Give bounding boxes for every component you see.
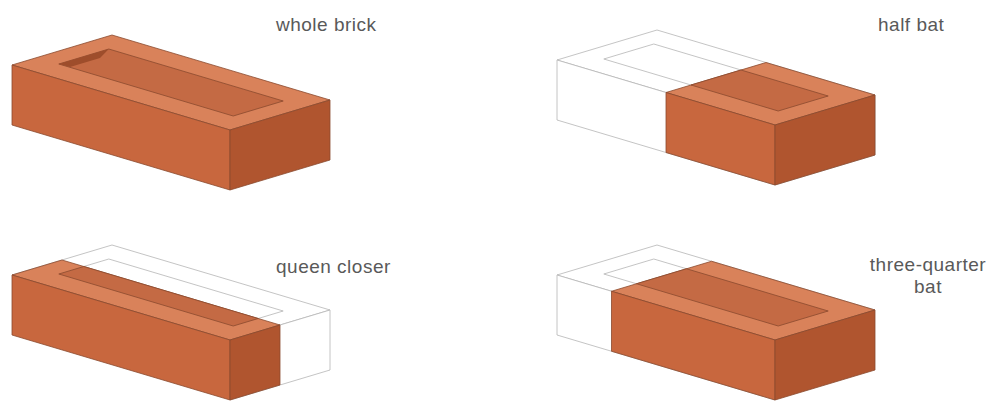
part-label: half bat — [878, 14, 944, 36]
kept-part — [12, 260, 280, 400]
brick-end-face — [230, 100, 330, 190]
brick-end-face — [775, 310, 875, 400]
half-bat-figure — [557, 30, 875, 185]
part-label: queen closer — [276, 256, 391, 278]
brick-end-face — [775, 95, 875, 185]
brick-frog — [59, 267, 258, 327]
removed-part-outline — [557, 30, 875, 185]
removed-part-outline — [557, 245, 875, 400]
brick-end-face — [230, 325, 280, 400]
kept-part — [612, 261, 876, 400]
kept-part — [666, 63, 875, 186]
brick-frog — [637, 269, 829, 326]
part-label: three-quarter bat — [860, 254, 996, 298]
whole-brick-figure — [12, 35, 330, 190]
part-label: whole brick — [276, 14, 377, 36]
brick-front-face — [666, 93, 775, 186]
brick-frog — [691, 70, 828, 111]
brick-frog — [59, 49, 283, 116]
three-quarter-bat-figure — [557, 245, 875, 400]
frog-shadow — [59, 49, 109, 67]
brick-front-face — [12, 275, 230, 400]
